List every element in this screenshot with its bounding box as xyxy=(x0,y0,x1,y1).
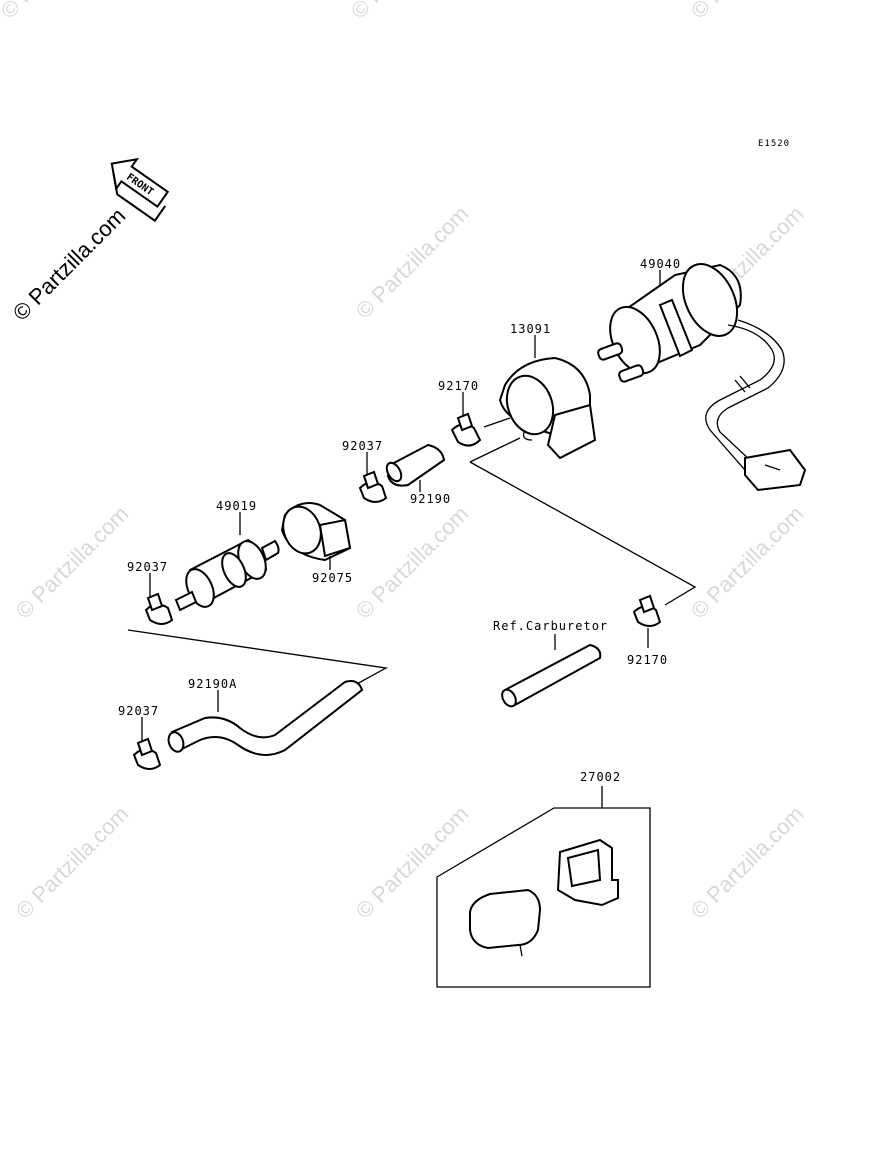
label-92170-top: 92170 xyxy=(438,379,479,393)
label-92075: 92075 xyxy=(312,571,353,585)
hose-92190A: 92190A xyxy=(167,677,364,756)
fuel-pump-49040: 49040 xyxy=(597,257,807,492)
clamp-92037-bottom: 92037 xyxy=(118,704,162,770)
label-92037-mid: 92037 xyxy=(342,439,383,453)
bracket-13091: 13091 xyxy=(498,322,597,460)
clamp-92170-top: 92170 xyxy=(438,379,482,447)
watermark: © Partzilla.com xyxy=(351,201,474,324)
watermark: © Partzilla.com xyxy=(346,0,469,24)
carburetor-reference: Ref.Carburetor xyxy=(493,619,608,708)
watermark: © Partzilla.com xyxy=(11,801,134,924)
watermark: © Partzilla.com xyxy=(686,0,809,24)
label-ref-carburetor: Ref.Carburetor xyxy=(493,619,608,633)
clamp-92037-mid: 92037 xyxy=(342,439,388,503)
clamp-92037-left: 92037 xyxy=(127,560,174,625)
watermark: © Partzilla.com xyxy=(351,801,474,924)
label-49040: 49040 xyxy=(640,257,681,271)
label-92190: 92190 xyxy=(410,492,451,506)
watermark: © Partzilla.com xyxy=(0,0,118,24)
clamp-92170-right: 92170 xyxy=(627,594,668,667)
watermark: © Partzilla.com xyxy=(686,501,809,624)
holder-92075: 92075 xyxy=(280,502,353,585)
label-92190A: 92190A xyxy=(188,677,237,691)
fuel-filter-49019: 49019 xyxy=(174,499,280,612)
label-92170-right: 92170 xyxy=(627,653,668,667)
watermark: © Partzilla.com xyxy=(686,801,809,924)
watermark: © Partzilla.com xyxy=(11,501,134,624)
label-13091: 13091 xyxy=(510,322,551,336)
label-92037-bottom: 92037 xyxy=(118,704,159,718)
label-92037-left: 92037 xyxy=(127,560,168,574)
label-27002: 27002 xyxy=(580,770,621,784)
hose-92190: 92190 xyxy=(385,443,451,506)
watermark: © Partzilla.com xyxy=(351,501,474,624)
watermark-dark: © Partzilla.com xyxy=(8,203,131,326)
connector-kit-27002: 27002 xyxy=(436,770,651,988)
label-49019: 49019 xyxy=(216,499,257,513)
diagram-code: E1520 xyxy=(758,139,790,149)
